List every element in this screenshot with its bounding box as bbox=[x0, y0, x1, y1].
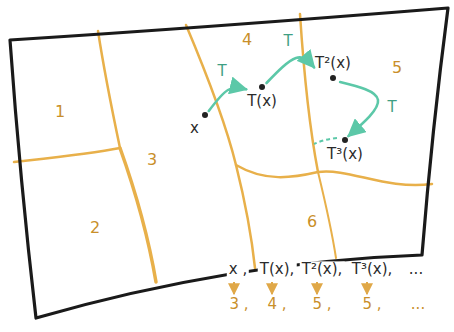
region-border bbox=[186, 25, 255, 268]
region-border bbox=[300, 14, 318, 172]
map-label: T bbox=[385, 99, 398, 116]
itinerary-arrow bbox=[366, 282, 368, 294]
map-label: T bbox=[281, 33, 294, 50]
point-dot bbox=[330, 75, 336, 81]
point-label: T²(x) bbox=[315, 55, 351, 72]
orbit-point: T(x) bbox=[247, 84, 277, 110]
orbit-term: T²(x), bbox=[300, 261, 345, 278]
itinerary-number: 4 , bbox=[265, 296, 288, 313]
orbit-term: ... bbox=[407, 261, 425, 278]
region-number: 5 bbox=[392, 59, 402, 77]
itinerary-arrow bbox=[233, 282, 235, 294]
orbit-term: T(x), bbox=[258, 261, 297, 278]
itinerary-number: 5 , bbox=[360, 296, 383, 313]
orbit-term: x , bbox=[227, 261, 249, 278]
orbit-term: T³(x), bbox=[350, 261, 395, 278]
point-dot bbox=[342, 137, 348, 143]
orbit-point: x bbox=[190, 112, 208, 137]
point-dot bbox=[259, 84, 265, 90]
region-border bbox=[98, 31, 120, 148]
map-arrow bbox=[209, 88, 246, 111]
map-label: T bbox=[215, 63, 228, 80]
region-border bbox=[236, 165, 432, 185]
point-label: x bbox=[190, 120, 199, 137]
itinerary-arrow bbox=[316, 282, 318, 294]
itinerary-arrow bbox=[271, 282, 273, 294]
sheet-outline bbox=[10, 8, 448, 318]
region-number: 3 bbox=[147, 151, 157, 169]
region-number: 2 bbox=[90, 219, 100, 237]
region-border bbox=[14, 148, 120, 162]
itinerary-number: 3 , bbox=[227, 296, 250, 313]
map-arrow bbox=[340, 82, 378, 136]
region-border bbox=[318, 172, 336, 258]
region-number: 1 bbox=[55, 103, 65, 121]
itinerary-number: ... bbox=[409, 296, 427, 313]
region-number: 4 bbox=[242, 31, 252, 49]
orbit-continuation bbox=[314, 138, 337, 144]
orbit-point: T³(x) bbox=[327, 137, 363, 163]
point-dot bbox=[202, 112, 208, 118]
region-number: 6 bbox=[307, 213, 317, 231]
point-label: T(x) bbox=[247, 93, 277, 110]
itinerary-number: 5 , bbox=[310, 296, 333, 313]
map-arrow bbox=[267, 57, 315, 83]
point-label: T³(x) bbox=[327, 146, 363, 163]
orbit-point: T²(x) bbox=[315, 55, 351, 81]
